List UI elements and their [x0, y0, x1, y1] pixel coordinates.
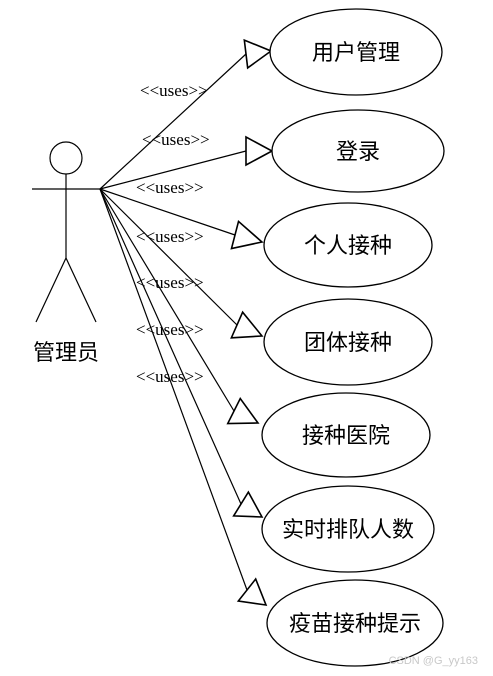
- use-case: 登录: [271, 109, 445, 193]
- association-line: [99, 188, 238, 326]
- use-case-label: 实时排队人数: [282, 518, 414, 543]
- use-case-ellipse: [266, 579, 444, 667]
- stereotype-label: <<uses>>: [136, 320, 204, 339]
- actor: 管理员: [32, 141, 100, 366]
- arrowhead-icon: [232, 490, 264, 518]
- use-case-label: 团体接种: [304, 331, 392, 356]
- use-case-label: 疫苗接种提示: [289, 612, 421, 637]
- use-case-ellipse: [261, 485, 435, 573]
- arrowheads: [226, 38, 274, 606]
- use-case-label: 个人接种: [304, 234, 392, 259]
- arrowhead-icon: [230, 310, 264, 339]
- use-case-label: 用户管理: [312, 41, 400, 66]
- stereotype-label: <<uses>>: [136, 367, 204, 386]
- use-case: 疫苗接种提示: [266, 579, 444, 667]
- use-case-label: 登录: [336, 140, 380, 165]
- use-case-label: 接种医院: [302, 424, 390, 449]
- association-line: [99, 188, 236, 236]
- stereotype-label: <<uses>>: [136, 227, 204, 246]
- association-line: [99, 188, 235, 412]
- association-line: [99, 188, 248, 591]
- association-line: [99, 188, 242, 505]
- use-case-ellipse: [263, 298, 433, 386]
- use-case-ellipse: [271, 109, 445, 193]
- arrowhead-icon: [230, 219, 264, 250]
- use-case-ellipse: [263, 202, 433, 288]
- arrowhead-icon: [226, 396, 260, 425]
- actor-label: 管理员: [33, 341, 99, 366]
- watermark: CSDN @G_yy163: [389, 655, 478, 667]
- use-case: 团体接种: [263, 298, 433, 386]
- use-case-ellipse: [261, 392, 431, 478]
- stick-figure-icon: [32, 141, 100, 323]
- stereotype-label: <<uses>>: [142, 130, 210, 149]
- stereotype-label: <<uses>>: [140, 81, 208, 100]
- stereotype-label: <<uses>>: [136, 178, 204, 197]
- use-case: 用户管理: [269, 8, 443, 96]
- use-case: 实时排队人数: [261, 485, 435, 573]
- arrowhead-icon: [236, 577, 268, 606]
- use-case: 接种医院: [261, 392, 431, 478]
- arrowhead-icon: [245, 135, 274, 167]
- stereotype-label: <<uses>>: [136, 273, 204, 292]
- use-case: 个人接种: [263, 202, 433, 288]
- arrowhead-icon: [243, 38, 273, 70]
- association-lines: [99, 53, 248, 591]
- use-case-ellipse: [269, 8, 443, 96]
- stereotype-labels: <<uses>> <<uses>> <<uses>> <<uses>> <<uses>>…: [136, 81, 210, 386]
- association-line: [99, 53, 247, 190]
- association-line: [99, 150, 247, 190]
